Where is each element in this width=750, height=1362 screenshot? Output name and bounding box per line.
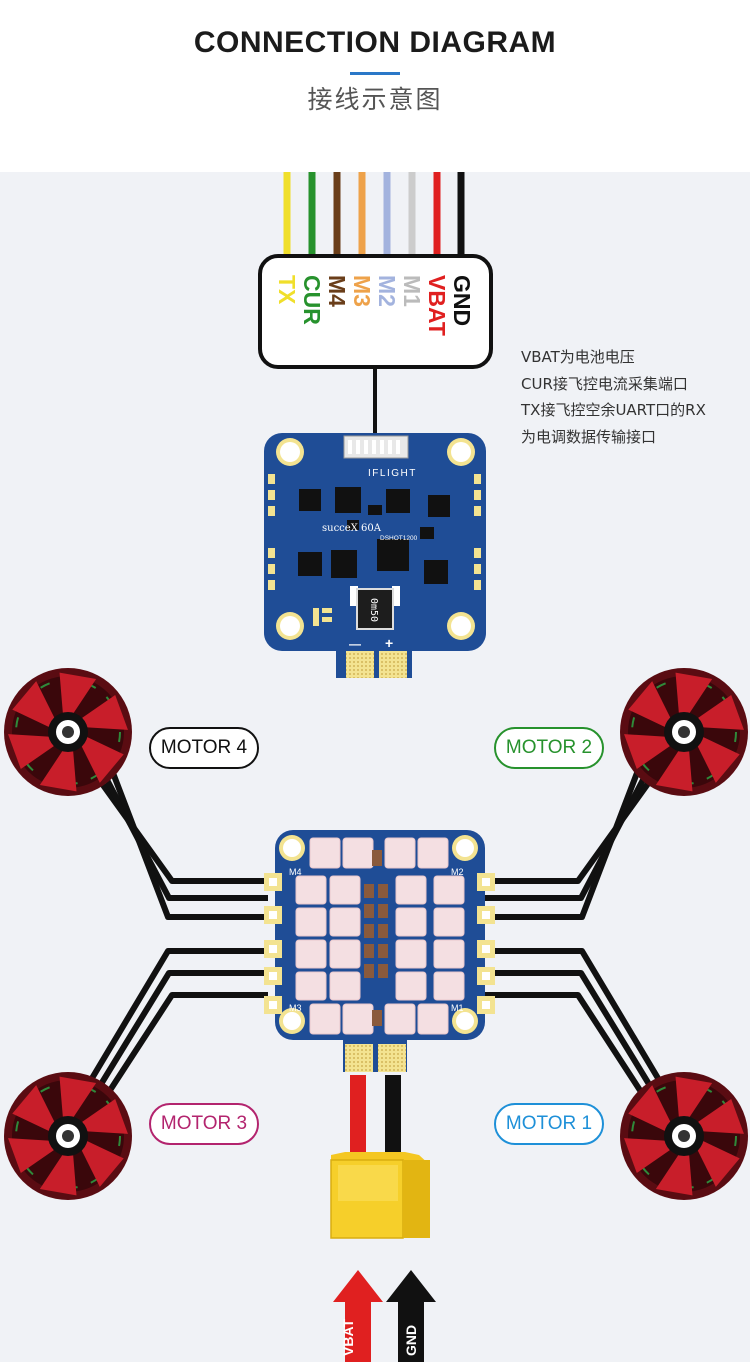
motor4-wire-3 (102, 750, 268, 920)
pin-label-m3: M3 (349, 275, 375, 307)
page-subtitle: 接线示意图 (307, 85, 443, 114)
esc-pad-label-m2: M2 (451, 867, 464, 877)
motor-blade (12, 681, 55, 727)
motor3-wire-1 (82, 948, 268, 1092)
esc-top-shunt-resistor (356, 588, 394, 630)
esc-bottom-pad-negative (345, 1044, 373, 1072)
motor-blade (8, 734, 54, 770)
motor-blade (698, 1098, 744, 1134)
motor-blade (698, 694, 744, 730)
title-underline (350, 72, 400, 75)
connector-pin-labels: GND VBAT M1 M2 M3 M4 CUR TX (274, 275, 475, 336)
esc-top-pad-positive (379, 651, 407, 678)
motor-blade (81, 737, 124, 783)
note-line: CUR接飞控电流采集端口 (521, 374, 688, 393)
motor-2-icon (620, 668, 748, 796)
pin-label-m4: M4 (324, 275, 350, 307)
motor-blade (82, 694, 128, 730)
gnd-arrow: GND (386, 1270, 436, 1362)
motor4-wire-1 (82, 758, 268, 884)
motor-blade (39, 1155, 77, 1196)
vbat-arrow-label: VBAT (340, 1318, 356, 1356)
esc-top-pad-negative (346, 651, 374, 678)
motor-blade (697, 737, 740, 783)
esc-pad-label-m4: M4 (289, 867, 302, 877)
motor2-wire-2 (482, 755, 658, 901)
motor-blade (655, 751, 693, 792)
motor1-wire-2 (482, 970, 658, 1096)
motor1-wire-3 (482, 992, 648, 1100)
motor-3-label: MOTOR 3 (149, 1103, 259, 1145)
pin-label-m2: M2 (374, 275, 400, 307)
pin-label-gnd: GND (449, 275, 475, 326)
esc-top-logo (313, 608, 332, 626)
motor-wires (82, 750, 668, 1100)
esc-top-model: succeX 60A (322, 523, 382, 534)
esc-bottom-pad-positive (378, 1044, 406, 1072)
motor-blade (59, 1076, 97, 1117)
motor-4-label: MOTOR 4 (149, 727, 259, 769)
notes-block: VBAT为电池电压 CUR接飞控电流采集端口 TX接飞控空余UART口的RX 为… (521, 344, 706, 450)
esc-top-board: 0m50 IFLIGHT succeX 60A DSHOT1200 — + (264, 433, 486, 678)
motor-blade (39, 751, 77, 792)
motor2-wire-1 (482, 758, 668, 884)
motor-3-icon (4, 1072, 132, 1200)
motor-2-label: MOTOR 2 (494, 727, 604, 769)
motor3-wire-3 (102, 992, 268, 1100)
motor3-wire-2 (92, 970, 268, 1096)
motor-blade (697, 1141, 740, 1187)
motor-blade (624, 1138, 670, 1174)
esc-top-plus: + (385, 635, 393, 651)
pin-label-tx: TX (274, 275, 300, 305)
pin-label-m1: M1 (399, 275, 425, 307)
motor-1-icon (620, 1072, 748, 1200)
page-title: CONNECTION DIAGRAM (193, 26, 557, 59)
motor-blade (12, 1085, 55, 1131)
motor-blade (81, 1141, 124, 1187)
esc-top-protocol: DSHOT1200 (380, 535, 418, 542)
esc-top-brand: IFLIGHT (368, 468, 417, 479)
motor-blade (675, 1076, 713, 1117)
signal-wires (283, 172, 465, 258)
motor2-wire-3 (482, 750, 648, 920)
motor4-wire-2 (92, 755, 268, 901)
esc-pad-label-m1: M1 (451, 1003, 464, 1013)
esc-pad-label-m3: M3 (289, 1003, 302, 1013)
motor-blade (655, 1155, 693, 1196)
motor1-wire-1 (482, 948, 668, 1092)
motor-blade (628, 681, 671, 727)
pin-label-cur: CUR (299, 275, 325, 325)
motors (4, 668, 748, 1200)
note-line: 为电调数据传输接口 (521, 427, 657, 446)
esc-top-resistor-label: 0m50 (368, 598, 379, 622)
motor-blade (675, 672, 713, 713)
esc-top-minus: — (349, 637, 361, 651)
motor-blade (59, 672, 97, 713)
note-line: VBAT为电池电压 (521, 348, 635, 366)
motor-blade (624, 734, 670, 770)
page-header: CONNECTION DIAGRAM 接线示意图 (0, 0, 750, 172)
esc-bottom-board: M4 M2 M3 M1 (264, 830, 495, 1072)
motor-blade (8, 1138, 54, 1174)
gnd-arrow-label: GND (403, 1325, 419, 1356)
motor-blade (82, 1098, 128, 1134)
xt60-connector (330, 1152, 430, 1239)
motor-1-label: MOTOR 1 (494, 1103, 604, 1145)
motor-blade (628, 1085, 671, 1131)
note-line: TX接飞控空余UART口的RX (521, 401, 706, 419)
vbat-arrow: VBAT (333, 1270, 383, 1362)
pin-label-vbat: VBAT (424, 275, 450, 336)
motor-4-icon (4, 668, 132, 796)
